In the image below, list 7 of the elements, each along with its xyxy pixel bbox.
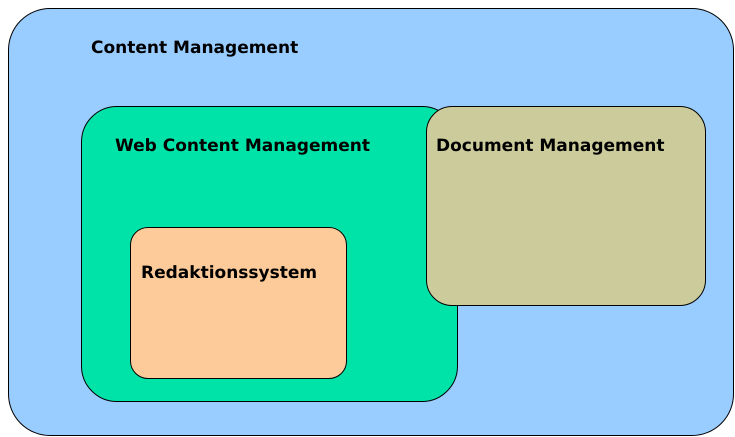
document-management-box bbox=[426, 106, 706, 306]
region-title: Content Management bbox=[91, 38, 298, 58]
region-title: Document Management bbox=[436, 136, 664, 156]
editorial-system-box bbox=[130, 227, 347, 379]
region-title: Web Content Management bbox=[115, 136, 370, 156]
region-title: Redaktionssystem bbox=[141, 263, 318, 283]
content-management-area bbox=[8, 8, 734, 436]
